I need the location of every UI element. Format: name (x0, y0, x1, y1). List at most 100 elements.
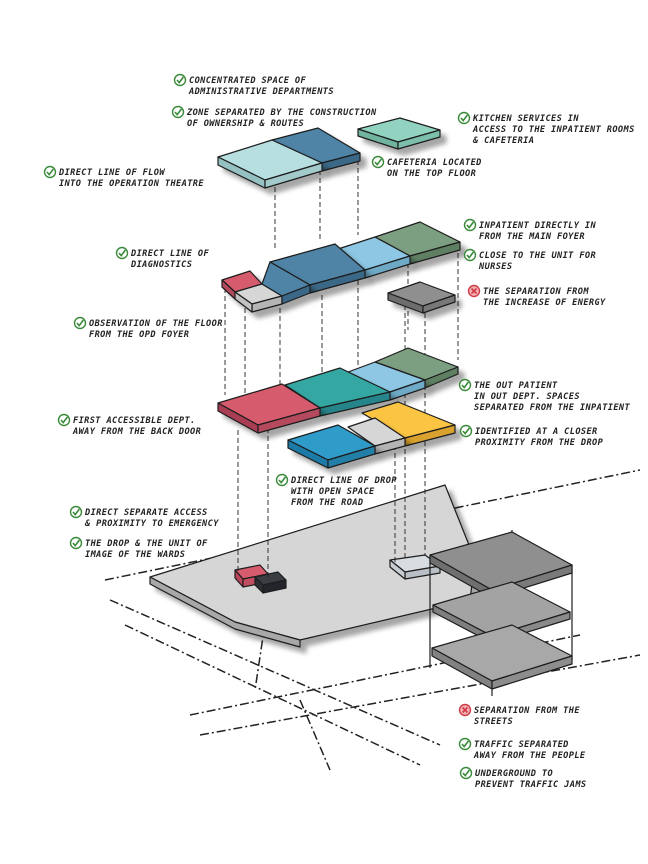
cross-icon (470, 287, 478, 295)
road-line-left-2 (124, 624, 421, 766)
check-icon (461, 740, 470, 748)
check-circle-icon (457, 111, 471, 125)
check-icon (374, 158, 383, 166)
annotation-text: ACCESS TO THE INPATIENT ROOMS (472, 125, 635, 135)
level-2-plan (221, 221, 461, 314)
annotation-text: FIRST ACCESSIBLE DEPT. (73, 416, 196, 426)
road-line-bottom (199, 654, 641, 736)
block-admin-pale-l3 (217, 139, 323, 189)
check-circle-icon (458, 378, 472, 392)
annotation-text: DIRECT LINE OF DROP (290, 476, 397, 486)
annotation-text: INTO THE OPERATION THEATRE (59, 179, 204, 189)
check-icon (46, 168, 55, 176)
check-icon (461, 381, 470, 389)
annotation-text: THE INCREASE OF ENERGY (483, 298, 606, 308)
annotation-text: CLOSE TO THE UNIT FOR (479, 251, 596, 261)
check-circle-icon (43, 165, 57, 179)
road-line-vertical (299, 699, 331, 771)
level-1-plan (217, 347, 459, 469)
annotation-text: PROXIMITY FROM THE DROP (475, 438, 604, 448)
annotation-text: DIAGNOSTICS (130, 260, 192, 270)
block-gray-l2 (234, 261, 311, 313)
annotation-text: SEPARATION FROM THE (474, 706, 580, 716)
annotation-note: DIRECT SEPARATE ACCESS& PROXIMITY TO EME… (69, 505, 219, 529)
annotation-text: NURSES (478, 262, 512, 272)
site-plot-edge (149, 576, 301, 648)
annotation-text: IMAGE OF THE WARDS (85, 550, 185, 560)
parking-level-lower (431, 624, 573, 690)
block-steelblue-l2 (269, 243, 366, 294)
check-icon (72, 539, 81, 547)
annotation-text: FROM THE MAIN FOYER (479, 232, 585, 242)
check-circle-icon (459, 766, 473, 780)
check-circle-icon (459, 424, 473, 438)
ground-block-gray (389, 554, 441, 580)
level-3-plan (217, 117, 441, 189)
annotation-text: THE SEPARATION FROM (483, 287, 589, 297)
annotation-text: DIRECT SEPARATE ACCESS (84, 508, 208, 518)
check-circle-icon (57, 413, 71, 427)
check-icon (466, 221, 475, 229)
check-circle-icon (463, 218, 477, 232)
annotation-text: SEPARATED FROM THE INPATIENT (474, 403, 630, 413)
annotation-text: FROM THE ROAD (291, 498, 363, 508)
annotation-text: KITCHEN SERVICES IN (472, 114, 579, 124)
annotation-text: ZONE SEPARATED BY THE CONSTRUCTION (186, 108, 377, 118)
check-icon (76, 319, 85, 327)
annotation-text: AWAY FROM THE BACK DOOR (72, 427, 201, 437)
annotation-text: & CAFETERIA (472, 136, 534, 146)
annotation-text: & PROXIMITY TO EMERGENCY (84, 519, 219, 529)
annotation-text: IDENTIFIED AT A CLOSER (475, 427, 598, 437)
check-circle-icon (73, 316, 87, 330)
check-circle-icon (69, 536, 83, 550)
check-icon (466, 251, 475, 259)
annotation-text: DIRECT LINE OF (130, 249, 209, 259)
drop-lines (224, 160, 459, 578)
annotation-text: PREVENT TRAFFIC JAMS (475, 780, 586, 790)
annotation-text: INPATIENT DIRECTLY IN (479, 221, 596, 231)
annotation-text: ADMINISTRATIVE DEPARTMENTS (188, 87, 334, 97)
block-lightgray-l1 (347, 417, 406, 455)
cross-icon (461, 706, 469, 714)
block-kitchen-mint-l3 (357, 117, 441, 150)
check-icon (176, 76, 185, 84)
annotation-text: WITH OPEN SPACE (291, 487, 375, 497)
check-icon (462, 769, 471, 777)
check-circle-icon (171, 105, 185, 119)
check-circle-icon (458, 737, 472, 751)
block-green-l2 (374, 221, 461, 265)
check-circle-icon (69, 505, 83, 519)
annotation-text: DIRECT LINE OF FLOW (58, 168, 165, 178)
check-icon (118, 249, 127, 257)
annotation-text: IN OUT DEPT. SPACES (474, 392, 580, 402)
block-emergency-red-l1 (217, 383, 321, 434)
annotation-text: STREETS (474, 717, 513, 727)
check-icon (60, 416, 69, 424)
check-circle-icon (275, 473, 289, 487)
annotation-text: OF OWNERSHIP & ROUTES (187, 119, 304, 129)
check-circle-icon (463, 248, 477, 262)
check-circle-icon (173, 73, 187, 87)
block-blue-l1 (287, 424, 376, 469)
check-icon (174, 108, 183, 116)
parking-structure (429, 530, 573, 696)
check-icon (278, 476, 287, 484)
annotation-text: FROM THE OPD FOYER (89, 330, 189, 340)
check-icon (462, 427, 471, 435)
